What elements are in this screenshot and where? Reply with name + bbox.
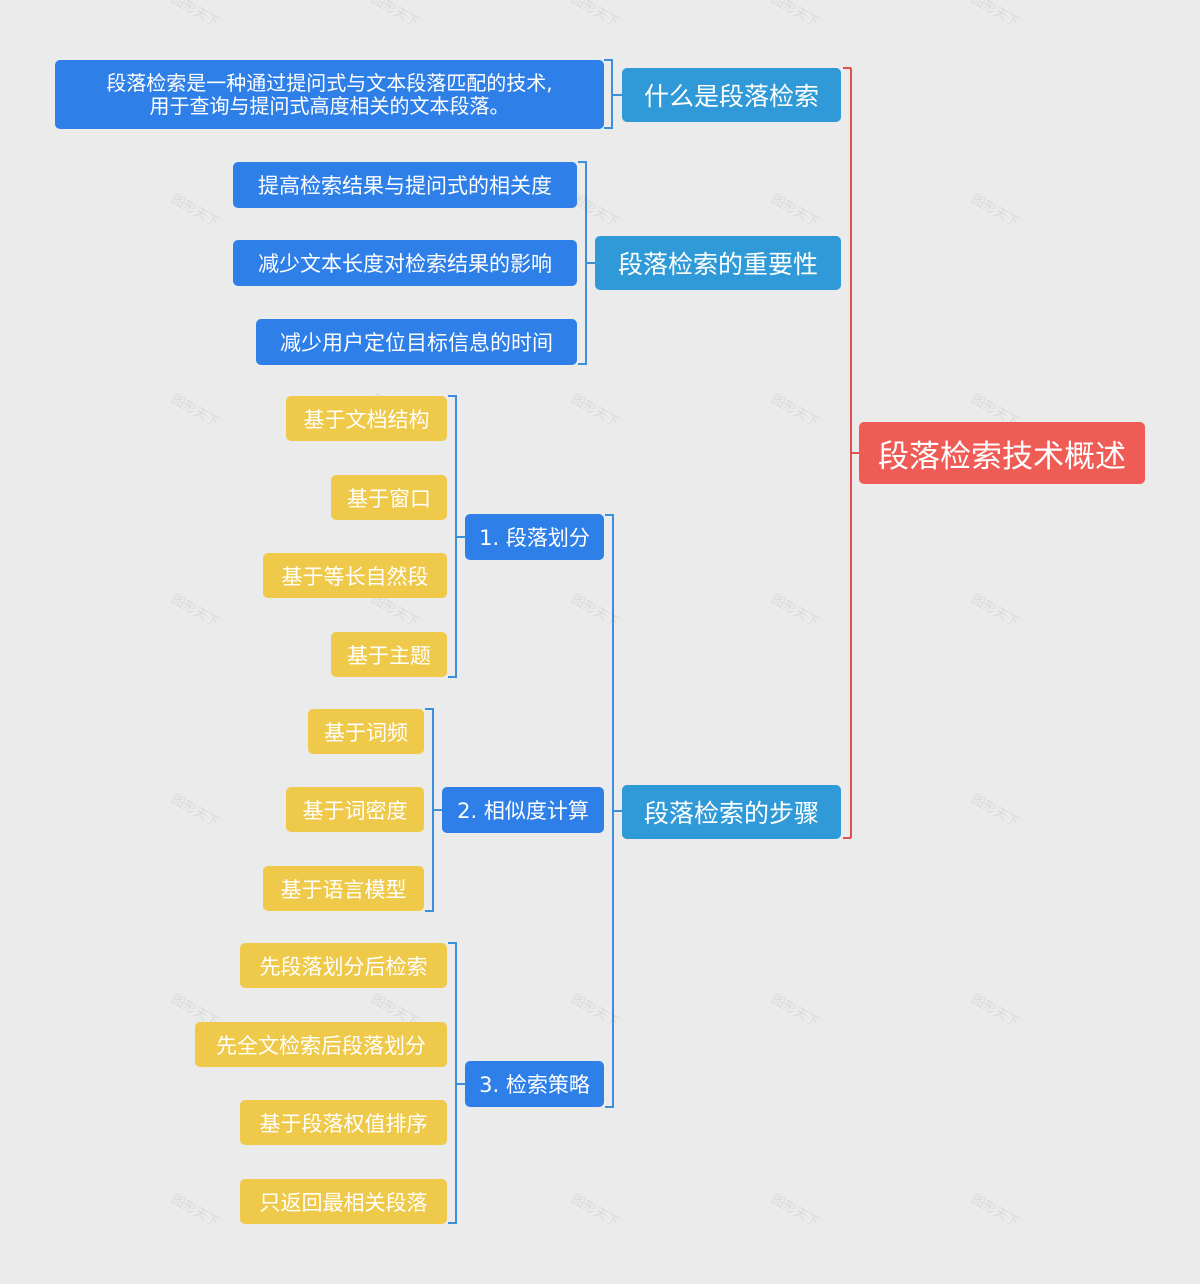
branch-1-connector [604,59,622,129]
leaf-node[interactable]: 基于文档结构 [286,396,447,441]
node-label: 先全文检索后段落划分 [216,1033,426,1058]
description-node[interactable]: 段落检索是一种通过提问式与文本段落匹配的技术, 用于查询与提问式高度相关的文本段… [55,60,604,129]
leaf-node[interactable]: 基于语言模型 [263,866,424,911]
sub-2-connector [425,708,442,912]
leaf-node[interactable]: 基于词频 [308,709,424,754]
sub-1-connector [448,395,465,678]
node-label: 只返回最相关段落 [259,1190,428,1215]
root-label: 段落检索技术概述 [878,438,1126,475]
importance-item[interactable]: 提高检索结果与提问式的相关度 [233,162,577,208]
node-label: 基于等长自然段 [281,564,429,589]
branch-label: 段落检索的重要性 [617,250,818,279]
root-node[interactable]: 段落检索技术概述 [859,422,1145,484]
sub-node-segmentation[interactable]: 1. 段落划分 [465,514,604,560]
branch-label: 什么是段落检索 [643,82,819,111]
root-connector [843,67,859,839]
leaf-node[interactable]: 基于词密度 [286,787,424,832]
node-label: 减少用户定位目标信息的时间 [280,331,553,355]
sub-node-similarity[interactable]: 2. 相似度计算 [442,787,604,833]
node-label: 3. 检索策略 [479,1073,590,1097]
branch-node-importance[interactable]: 段落检索的重要性 [595,236,841,290]
node-label: 基于文档结构 [303,407,430,432]
branch-node-steps[interactable]: 段落检索的步骤 [622,785,841,839]
node-label: 基于段落权值排序 [259,1111,428,1136]
branch-label: 段落检索的步骤 [643,799,819,828]
leaf-node[interactable]: 只返回最相关段落 [240,1179,447,1224]
node-label: 基于主题 [347,643,431,668]
node-label: 基于词频 [324,720,408,745]
description-line: 段落检索是一种通过提问式与文本段落匹配的技术, [106,70,553,95]
importance-item[interactable]: 减少文本长度对检索结果的影响 [233,240,577,286]
leaf-node[interactable]: 基于等长自然段 [263,553,447,598]
branch-2-connector [578,161,595,365]
node-label: 1. 段落划分 [479,526,590,550]
leaf-node[interactable]: 先全文检索后段落划分 [195,1022,447,1067]
description-line: 用于查询与提问式高度相关的文本段落。 [149,93,510,118]
leaf-node[interactable]: 基于主题 [331,632,447,677]
node-label: 减少文本长度对检索结果的影响 [258,252,552,276]
node-label: 2. 相似度计算 [457,799,589,823]
node-label: 基于窗口 [347,486,431,511]
leaf-node[interactable]: 基于段落权值排序 [240,1100,447,1145]
node-label: 先段落划分后检索 [259,954,428,979]
leaf-node[interactable]: 基于窗口 [331,475,447,520]
importance-item[interactable]: 减少用户定位目标信息的时间 [256,319,577,365]
leaf-node[interactable]: 先段落划分后检索 [240,943,447,988]
branch-node-what-is[interactable]: 什么是段落检索 [622,68,841,122]
sub-node-strategy[interactable]: 3. 检索策略 [465,1061,604,1107]
node-label: 基于词密度 [302,798,408,823]
branch-3-connector [605,514,622,1108]
sub-3-connector [448,942,465,1224]
node-label: 基于语言模型 [280,877,407,902]
node-label: 提高检索结果与提问式的相关度 [258,174,552,198]
